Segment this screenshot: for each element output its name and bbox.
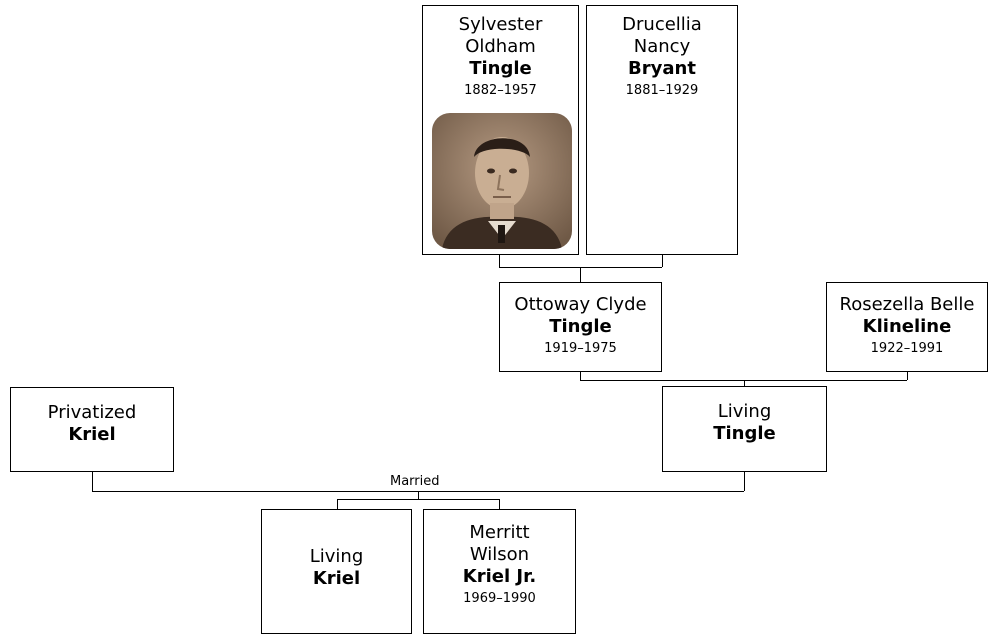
surname: Kriel (68, 424, 116, 445)
married-label: Married (388, 474, 442, 490)
person-card-living-tingle[interactable]: Living Tingle (662, 386, 827, 472)
connector (662, 252, 663, 267)
given-name: Living (309, 546, 364, 567)
connector (580, 267, 581, 282)
given-name: Merritt (469, 522, 530, 543)
life-dates: 1919–1975 (544, 341, 617, 356)
given-name: Privatized (47, 402, 137, 423)
connector (499, 252, 500, 267)
given-name: Rosezella Belle (839, 294, 975, 315)
person-card-drucellia[interactable]: Drucellia Nancy Bryant 1881–1929 (586, 5, 738, 255)
connector (907, 372, 908, 380)
given-name: Living (717, 401, 772, 422)
portrait-photo (432, 113, 572, 249)
surname: Tingle (549, 316, 612, 337)
given-name: Oldham (465, 36, 536, 57)
given-name: Ottoway Clyde (514, 294, 647, 315)
surname: Kriel Jr. (462, 566, 537, 587)
connector (744, 472, 745, 491)
given-name: Sylvester (458, 14, 543, 35)
surname: Kriel (312, 568, 361, 589)
connector (580, 372, 581, 380)
connector (337, 499, 338, 509)
surname: Tingle (469, 58, 532, 79)
connector (744, 380, 745, 386)
connector (418, 491, 419, 499)
person-card-sylvester[interactable]: Sylvester Oldham Tingle 1882–1957 (422, 5, 579, 255)
life-dates: 1882–1957 (464, 83, 537, 98)
surname: Klineline (862, 316, 952, 337)
life-dates: 1881–1929 (625, 83, 699, 98)
given-name: Nancy (633, 36, 691, 57)
connector (499, 499, 500, 509)
person-card-ottoway[interactable]: Ottoway Clyde Tingle 1919–1975 (499, 282, 662, 372)
connector (337, 499, 499, 500)
given-name: Drucellia (622, 14, 702, 35)
life-dates: 1922–1991 (870, 341, 944, 356)
person-card-rosezella[interactable]: Rosezella Belle Klineline 1922–1991 (826, 282, 988, 372)
life-dates: 1969–1990 (463, 591, 536, 606)
surname: Tingle (713, 423, 776, 444)
person-card-privatized-kriel[interactable]: Privatized Kriel (10, 387, 174, 472)
connector (92, 472, 93, 491)
given-name: Wilson (469, 544, 530, 565)
connector (580, 380, 907, 381)
surname: Bryant (628, 58, 696, 79)
person-card-merritt[interactable]: Merritt Wilson Kriel Jr. 1969–1990 (423, 509, 576, 634)
person-card-living-kriel[interactable]: Living Kriel (261, 509, 412, 634)
